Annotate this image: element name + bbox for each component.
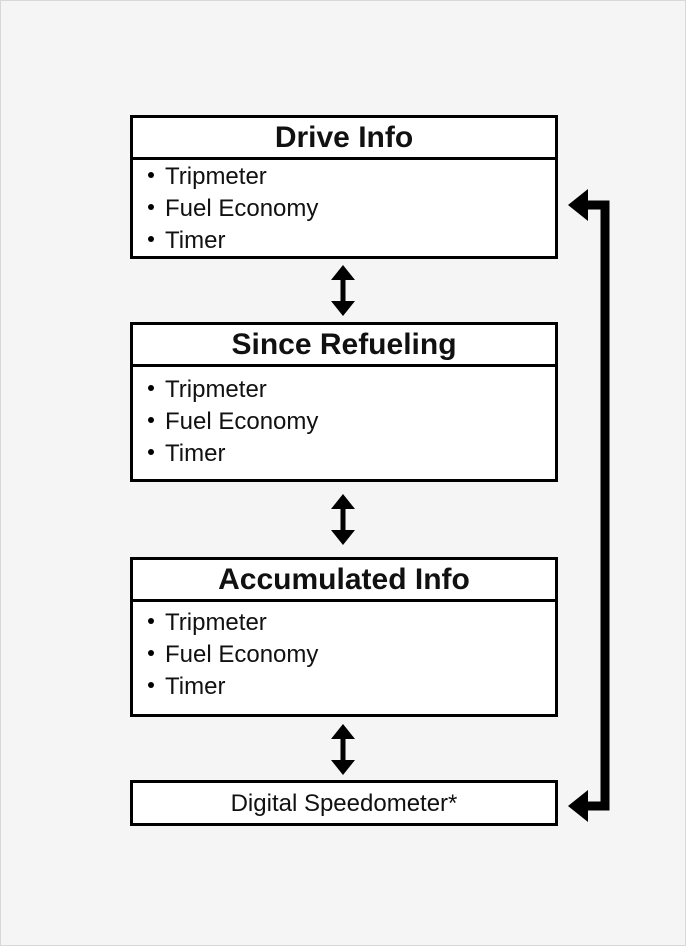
list-item: Fuel Economy [148,406,555,438]
bullet-icon [148,203,154,210]
digital-speedometer-box: Digital Speedometer* [130,780,558,826]
digital-speedometer-label: Digital Speedometer* [230,790,458,817]
list-item-label: Tripmeter [165,163,267,190]
bullet-icon [148,171,154,178]
drive-info-box: Drive Info Tripmeter Fuel Economy Timer [130,115,558,259]
list-item: Timer [148,438,555,470]
accumulated-info-title: Accumulated Info [133,560,555,602]
since-refueling-box: Since Refueling Tripmeter Fuel Economy T… [130,322,558,482]
since-refueling-list: Tripmeter Fuel Economy Timer [133,367,555,470]
double-arrow-icon [331,494,355,545]
loop-back-arrow-icon [568,189,610,822]
list-item: Tripmeter [148,374,555,406]
double-arrow-icon [331,265,355,316]
list-item-label: Fuel Economy [165,195,319,222]
list-item-label: Fuel Economy [165,408,319,435]
double-arrow-icon [331,724,355,775]
list-item: Tripmeter [148,161,555,193]
since-refueling-title: Since Refueling [133,325,555,367]
list-item-label: Tripmeter [165,376,267,403]
drive-info-title: Drive Info [133,118,555,160]
list-item: Timer [148,671,555,703]
list-item: Fuel Economy [148,639,555,671]
list-item: Tripmeter [148,607,555,639]
accumulated-info-box: Accumulated Info Tripmeter Fuel Economy … [130,557,558,717]
bullet-icon [148,649,154,656]
bullet-icon [148,416,154,423]
list-item: Fuel Economy [148,193,555,225]
list-item: Timer [148,225,555,257]
list-item-label: Fuel Economy [165,641,319,668]
drive-info-list: Tripmeter Fuel Economy Timer [133,160,555,257]
bullet-icon [148,617,154,624]
list-item-label: Timer [165,673,226,700]
bullet-icon [148,448,154,455]
accumulated-info-list: Tripmeter Fuel Economy Timer [133,602,555,703]
bullet-icon [148,384,154,391]
bullet-icon [148,681,154,688]
list-item-label: Timer [165,227,226,254]
bullet-icon [148,235,154,242]
list-item-label: Tripmeter [165,609,267,636]
list-item-label: Timer [165,440,226,467]
